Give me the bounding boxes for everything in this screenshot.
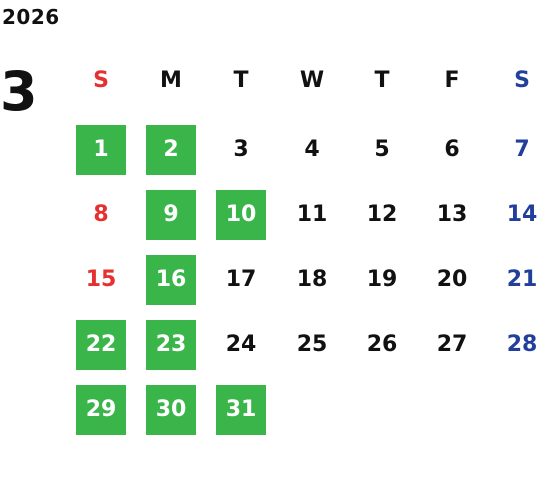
day-cell[interactable]: 16	[146, 255, 196, 305]
day-cell[interactable]: 15	[85, 267, 117, 292]
day-cell[interactable]: 7	[514, 137, 530, 162]
day-cell[interactable]: 17	[225, 267, 257, 292]
weekday-6: S	[514, 68, 530, 93]
day-cell[interactable]: 8	[93, 202, 109, 227]
day-cell[interactable]: 22	[76, 320, 126, 370]
day-cell[interactable]: 5	[374, 137, 390, 162]
day-cell[interactable]: 19	[366, 267, 398, 292]
weekday-3: W	[299, 68, 325, 93]
day-cell[interactable]: 31	[216, 385, 266, 435]
weekday-4: T	[374, 68, 390, 93]
day-cell[interactable]: 24	[225, 332, 257, 357]
day-cell[interactable]: 23	[146, 320, 196, 370]
day-cell[interactable]: 3	[233, 137, 249, 162]
day-cell[interactable]: 28	[506, 332, 538, 357]
day-cell[interactable]: 29	[76, 385, 126, 435]
month-number: 3	[0, 60, 38, 123]
day-cell[interactable]: 11	[296, 202, 328, 227]
day-cell[interactable]: 9	[146, 190, 196, 240]
weekday-2: T	[233, 68, 249, 93]
day-cell[interactable]: 27	[436, 332, 468, 357]
day-cell[interactable]: 12	[366, 202, 398, 227]
weekday-5: F	[444, 68, 460, 93]
day-cell[interactable]: 14	[506, 202, 538, 227]
year-label: 2026	[2, 5, 60, 29]
day-cell[interactable]: 20	[436, 267, 468, 292]
day-cell[interactable]: 13	[436, 202, 468, 227]
day-cell[interactable]: 6	[444, 137, 460, 162]
day-cell[interactable]: 18	[296, 267, 328, 292]
day-cell[interactable]: 30	[146, 385, 196, 435]
weekday-1: M	[160, 68, 182, 93]
day-cell[interactable]: 2	[146, 125, 196, 175]
day-cell[interactable]: 25	[296, 332, 328, 357]
weekday-0: S	[93, 68, 109, 93]
day-cell[interactable]: 26	[366, 332, 398, 357]
day-cell[interactable]: 21	[506, 267, 538, 292]
day-cell[interactable]: 10	[216, 190, 266, 240]
day-cell[interactable]: 4	[304, 137, 320, 162]
day-cell[interactable]: 1	[76, 125, 126, 175]
